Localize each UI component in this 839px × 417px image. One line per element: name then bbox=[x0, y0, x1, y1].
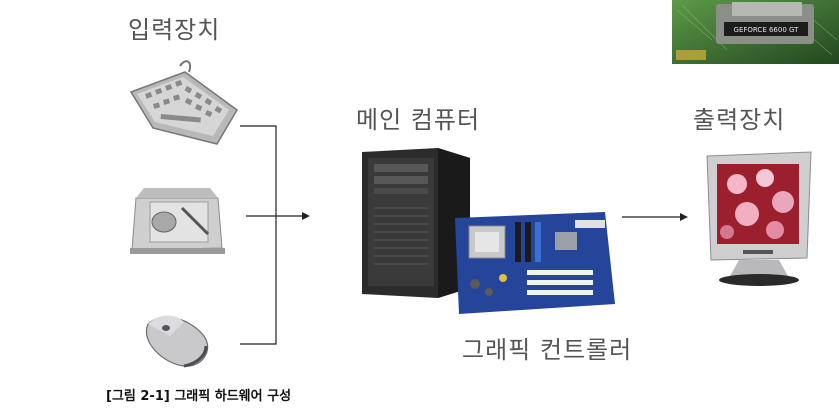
graphics-controller-label: 그래픽 컨트롤러 bbox=[462, 336, 633, 364]
gpu-card-icon: GEFORCE 6600 GT bbox=[672, 0, 839, 64]
monitor-icon bbox=[703, 150, 815, 290]
tablet-icon bbox=[130, 178, 225, 256]
mouse-icon bbox=[140, 312, 212, 372]
gpu-card-text: GEFORCE 6600 GT bbox=[734, 26, 800, 34]
main-computer-label: 메인 컴퓨터 bbox=[356, 106, 481, 134]
output-devices-label: 출력장치 bbox=[693, 106, 786, 134]
input-devices-label: 입력장치 bbox=[128, 16, 221, 44]
figure-caption: [그림 2-1] 그래픽 하드웨어 구성 bbox=[106, 389, 292, 404]
motherboard-icon bbox=[455, 212, 615, 314]
output-arrow bbox=[622, 213, 688, 221]
input-connector bbox=[240, 125, 310, 345]
keyboard-icon bbox=[125, 58, 240, 150]
